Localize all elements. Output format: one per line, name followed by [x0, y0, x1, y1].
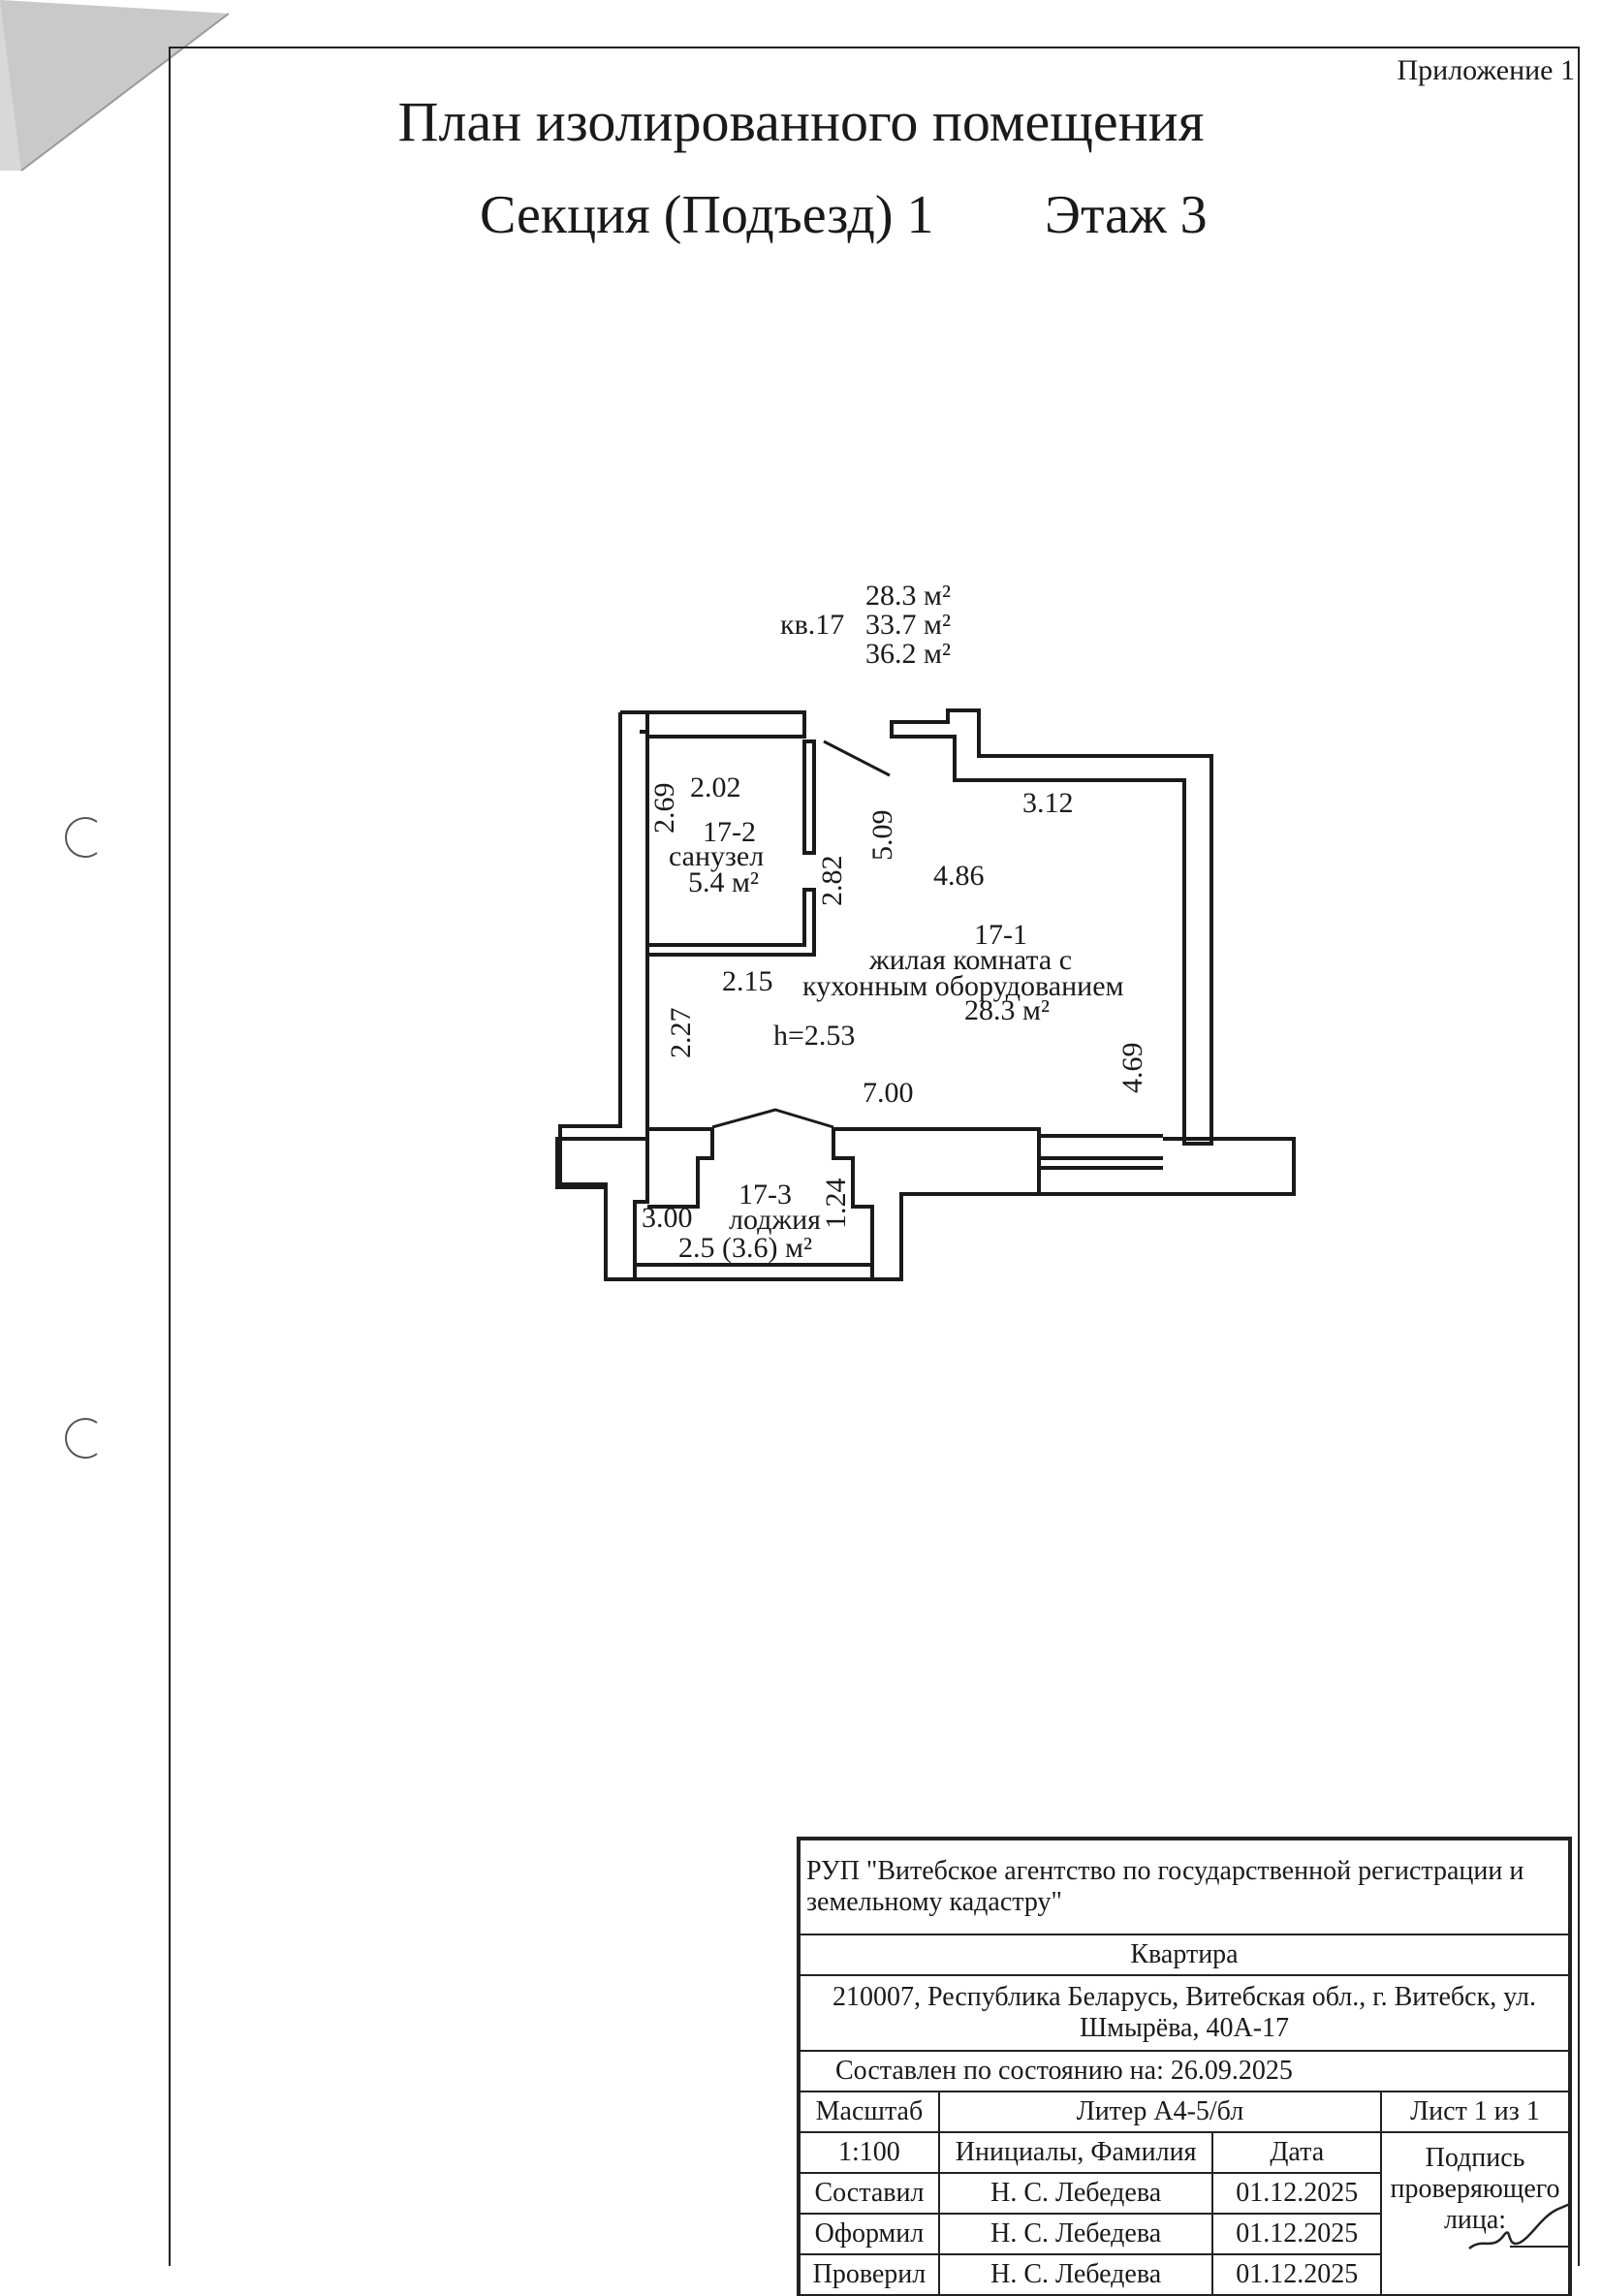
wall-top-right [890, 708, 1213, 1146]
ceiling-height: h=2.53 [773, 1020, 855, 1052]
stamp-role-1: Составил [799, 2172, 940, 2215]
dim-bath-wall: 2.82 [816, 856, 848, 907]
dim-loggia-depth: 1.24 [820, 1179, 852, 1230]
loggia-outline [635, 1263, 872, 1281]
stamp-name-3: Н. С. Лебедева [937, 2253, 1214, 2296]
room-17-1-id: 17-1 [974, 919, 1027, 951]
stamp-state-as-of: Составлен по состоянию на: 26.09.2025 [799, 2050, 1570, 2092]
stamp-sheet: Лист 1 из 1 [1380, 2091, 1570, 2133]
stamp-state-date: 26.09.2025 [1170, 2055, 1293, 2086]
dim-bottom-width: 7.00 [863, 1077, 914, 1109]
punch-hole-top [65, 817, 98, 858]
wall-bottom [832, 1127, 1041, 1281]
wall-bottom-right [1163, 1137, 1296, 1196]
area-total: 33.7 м² [865, 609, 951, 641]
stamp-col-initials: Инициалы, Фамилия [937, 2131, 1214, 2174]
stamp-scale-value: 1:100 [799, 2131, 940, 2174]
wall-left [555, 710, 649, 1281]
area-with-loggia: 36.2 м² [865, 638, 951, 670]
stamp-name-2: Н. С. Лебедева [937, 2213, 1214, 2255]
window [1039, 1134, 1163, 1196]
handwritten-signature [1468, 2202, 1572, 2250]
room-17-3-area: 2.5 (3.6) м² [678, 1232, 812, 1264]
frame-left-line [169, 47, 171, 2266]
stamp-col-date: Дата [1211, 2131, 1383, 2174]
apartment-label: кв.17 [780, 609, 844, 641]
stamp-name-1: Н. С. Лебедева [937, 2172, 1214, 2215]
folded-corner [0, 0, 230, 172]
stamp-scale-label: Масштаб [799, 2091, 940, 2133]
dim-hall-height: 2.27 [665, 1008, 697, 1059]
bath-wall-right [802, 739, 816, 855]
dim-right-height: 4.69 [1116, 1043, 1148, 1094]
room-17-2-name: санузел [669, 840, 764, 872]
floor-label: Этаж 3 [1045, 185, 1208, 245]
entry-door [823, 739, 891, 777]
dim-bath-height: 2.69 [648, 783, 680, 834]
room-17-3-name: лоджия [729, 1204, 821, 1236]
appendix-label: Приложение 1 [1397, 54, 1575, 86]
wall-bottom-left [647, 1127, 714, 1209]
room-17-3-id: 17-3 [738, 1179, 792, 1211]
bath-wall-lower [645, 888, 816, 957]
dim-room-inner: 4.86 [933, 860, 985, 892]
stamp-address: 210007, Республика Беларусь, Витебская о… [799, 1974, 1570, 2052]
dim-top-right: 3.12 [1022, 787, 1074, 819]
dim-bath-width: 2.02 [690, 771, 741, 803]
title-block: РУП "Витебское агентство по государствен… [797, 1837, 1572, 2296]
room-17-2-area: 5.4 м² [688, 866, 759, 898]
room-17-1-name-line1: жилая комната с [868, 944, 1072, 976]
stamp-liter: Литер А4-5/бл [937, 2091, 1383, 2133]
wall-left-outer [558, 712, 622, 1279]
page-title: План изолированного помещения [397, 90, 1205, 153]
section-label: Секция (Подъезд) 1 [480, 185, 934, 245]
stamp-state-label: Составлен по состоянию на: [835, 2055, 1164, 2086]
loggia-door [711, 1108, 834, 1129]
stamp-role-2: Оформил [799, 2213, 940, 2255]
punch-hole-bottom [65, 1418, 98, 1459]
room-17-1-name-line2: кухонным оборудованием [802, 970, 1124, 1002]
stamp-organization: РУП "Витебское агентство по государствен… [799, 1839, 1570, 1935]
stamp-date-2: 01.12.2025 [1211, 2213, 1383, 2255]
dim-loggia-width: 3.00 [642, 1202, 693, 1234]
frame-top-line [169, 47, 1580, 48]
room-17-1-area: 28.3 м² [964, 994, 1050, 1026]
room-17-2-id: 17-2 [703, 816, 756, 848]
stamp-object-type: Квартира [799, 1934, 1570, 1976]
stamp-date-1: 01.12.2025 [1211, 2172, 1383, 2215]
dim-corridor-height: 5.09 [866, 810, 898, 862]
frame-right-line [1578, 47, 1580, 2266]
stamp-role-3: Проверил [799, 2253, 940, 2296]
dim-hall-width: 2.15 [722, 965, 773, 997]
wall-top-left [620, 710, 806, 739]
stamp-date-3: 01.12.2025 [1211, 2253, 1383, 2296]
area-living: 28.3 м² [865, 580, 951, 612]
